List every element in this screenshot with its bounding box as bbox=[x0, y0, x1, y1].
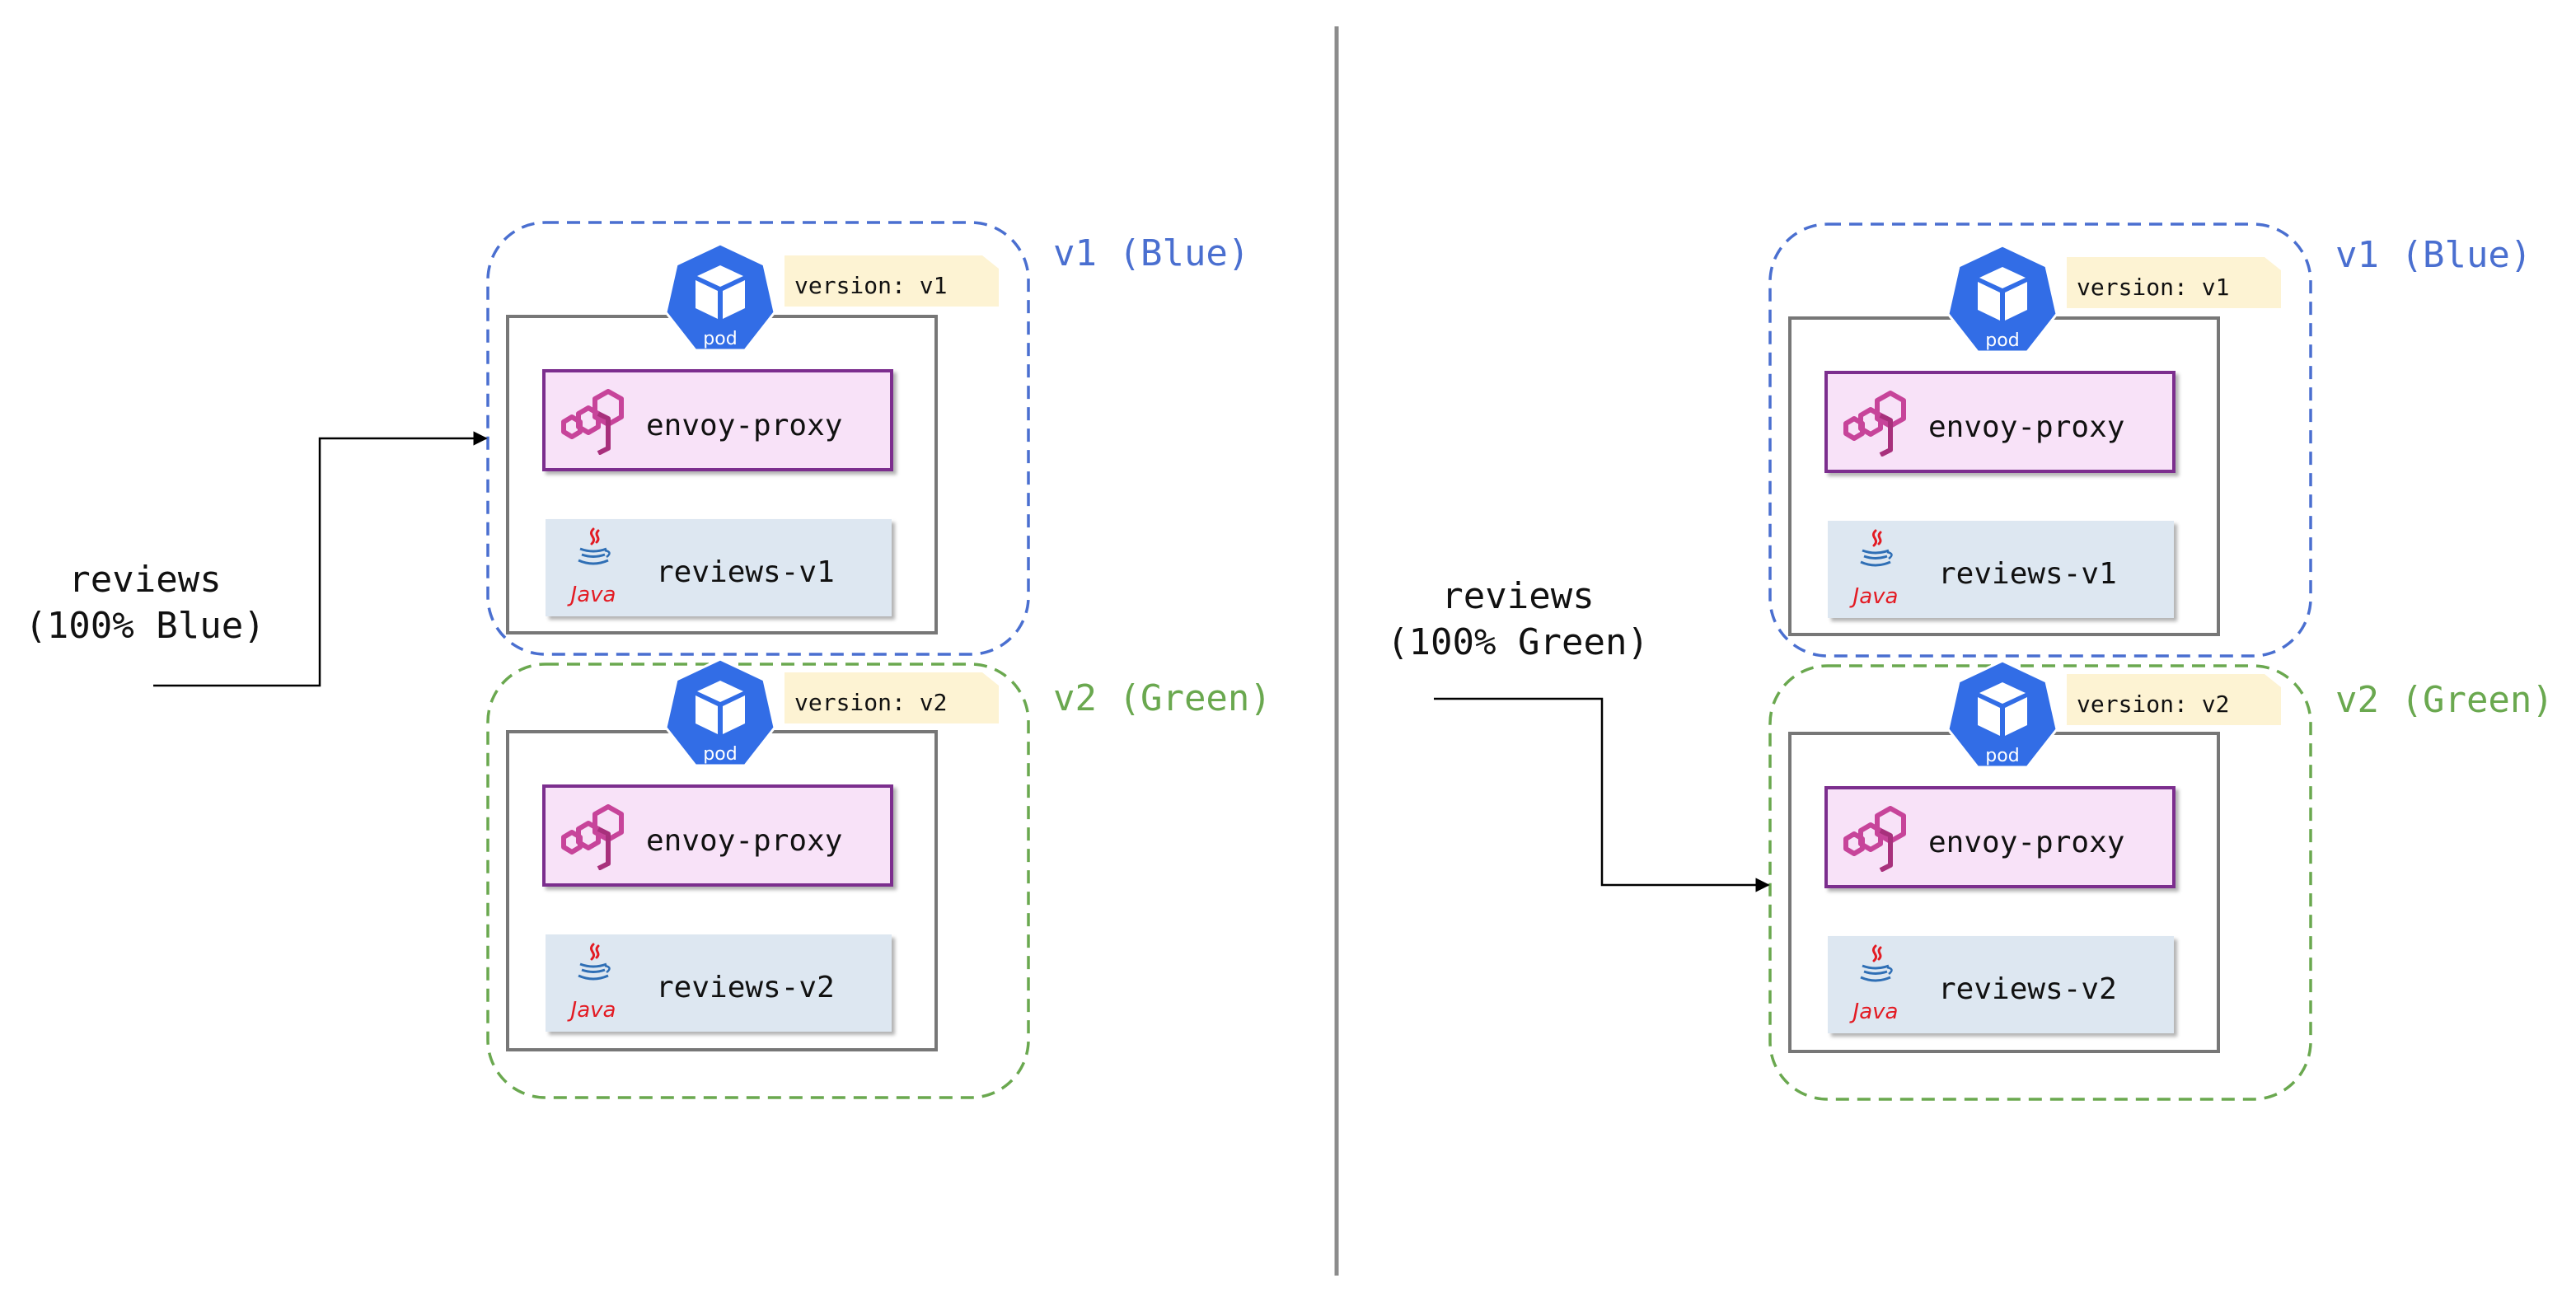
version-group-v2: v2 (Green) version: v2 pod envoy-proxy J… bbox=[1768, 659, 2554, 1101]
pod-label: pod bbox=[703, 329, 737, 349]
version-group-v1: v1 (Blue) version: v1 pod envoy-proxy Ja… bbox=[486, 221, 1249, 656]
version-tag-label: version: v1 bbox=[794, 272, 947, 299]
app-container-box bbox=[546, 934, 892, 1032]
app-container-box bbox=[1828, 521, 2174, 618]
group-label-v2: v2 (Green) bbox=[2335, 679, 2554, 721]
group-label-v2: v2 (Green) bbox=[1053, 677, 1272, 719]
traffic-route-arrow bbox=[1434, 697, 1770, 892]
version-tag-label: version: v2 bbox=[2077, 691, 2229, 718]
envoy-proxy-label: envoy-proxy bbox=[1928, 410, 2124, 444]
envoy-proxy-label: envoy-proxy bbox=[1928, 826, 2124, 859]
version-group-v2: v2 (Green) version: v2 pod envoy-proxy J… bbox=[486, 658, 1272, 1099]
version-tag bbox=[785, 255, 999, 307]
group-outline-v1 bbox=[1768, 222, 2312, 658]
left-panel: v1 (Blue) version: v1 pod envoy-proxy Ja… bbox=[25, 221, 1272, 1099]
envoy-proxy-label: envoy-proxy bbox=[646, 824, 842, 858]
version-group-v1: v1 (Blue) version: v1 pod envoy-proxy Ja… bbox=[1768, 222, 2532, 658]
version-tag-label: version: v2 bbox=[794, 689, 947, 716]
group-outline-v2 bbox=[1768, 664, 2312, 1101]
app-container-label: reviews-v2 bbox=[1938, 972, 2117, 1006]
java-logo-text: Java bbox=[567, 998, 616, 1023]
java-logo-text: Java bbox=[1849, 584, 1899, 609]
group-outline-v2 bbox=[486, 663, 1030, 1099]
group-label-v1: v1 (Blue) bbox=[2335, 234, 2532, 276]
version-tag bbox=[2067, 674, 2281, 725]
traffic-route-arrow bbox=[153, 431, 488, 687]
version-tag-label: version: v1 bbox=[2077, 274, 2229, 301]
app-container-box bbox=[546, 519, 892, 616]
app-container-label: reviews-v1 bbox=[656, 555, 835, 589]
version-tag bbox=[785, 672, 999, 723]
app-container-label: reviews-v2 bbox=[656, 971, 835, 1004]
traffic-caption: reviews bbox=[1441, 575, 1594, 617]
pod-label: pod bbox=[703, 744, 737, 765]
traffic-split-caption: (100% Green) bbox=[1387, 621, 1649, 663]
traffic-caption: reviews bbox=[68, 559, 221, 601]
traffic-split-caption: (100% Blue) bbox=[25, 605, 265, 647]
group-label-v1: v1 (Blue) bbox=[1053, 232, 1249, 274]
version-tag bbox=[2067, 257, 2281, 308]
app-container-box bbox=[1828, 936, 2174, 1033]
pod-label: pod bbox=[1985, 746, 2019, 766]
group-outline-v1 bbox=[486, 221, 1030, 656]
pod-label: pod bbox=[1985, 330, 2019, 351]
app-container-label: reviews-v1 bbox=[1938, 557, 2117, 591]
right-panel: v1 (Blue) version: v1 pod envoy-proxy Ja… bbox=[1387, 222, 2554, 1101]
envoy-proxy-label: envoy-proxy bbox=[646, 409, 842, 442]
java-logo-text: Java bbox=[567, 583, 616, 607]
java-logo-text: Java bbox=[1849, 1000, 1899, 1024]
